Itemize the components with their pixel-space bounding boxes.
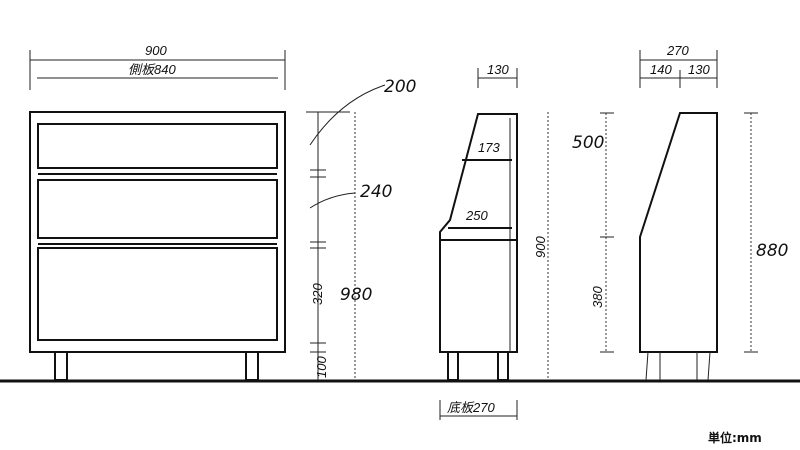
dim-base-270: 底板270 [447, 400, 495, 415]
dim-380: 380 [590, 286, 605, 308]
dim-shelf-173: 173 [478, 140, 500, 155]
dim-100: 100 [314, 356, 329, 378]
side-view-profile: 270 140 130 500 380 880 [572, 43, 788, 381]
dim-shelf-250: 250 [465, 208, 488, 223]
dim-depth-130: 130 [688, 62, 710, 77]
front-view: 900 側板840 200 240 320 100 980 [29, 43, 416, 381]
note-500: 500 [572, 133, 604, 153]
note-880: 880 [756, 241, 788, 261]
unit-label: 単位:mm [708, 430, 762, 445]
dim-overall-width: 900 [145, 43, 167, 58]
note-980: 980 [340, 285, 372, 305]
dim-total-depth: 270 [666, 43, 689, 58]
note-240: 240 [360, 182, 392, 202]
dim-top-depth: 130 [487, 62, 509, 77]
side-view-sectional: 130 173 250 900 底板270 [439, 62, 549, 420]
note-200: 200 [384, 77, 416, 97]
dim-height-900: 900 [533, 236, 548, 258]
dim-320: 320 [310, 283, 325, 305]
dim-depth-140: 140 [650, 62, 672, 77]
dim-side-panel: 側板840 [128, 62, 176, 77]
